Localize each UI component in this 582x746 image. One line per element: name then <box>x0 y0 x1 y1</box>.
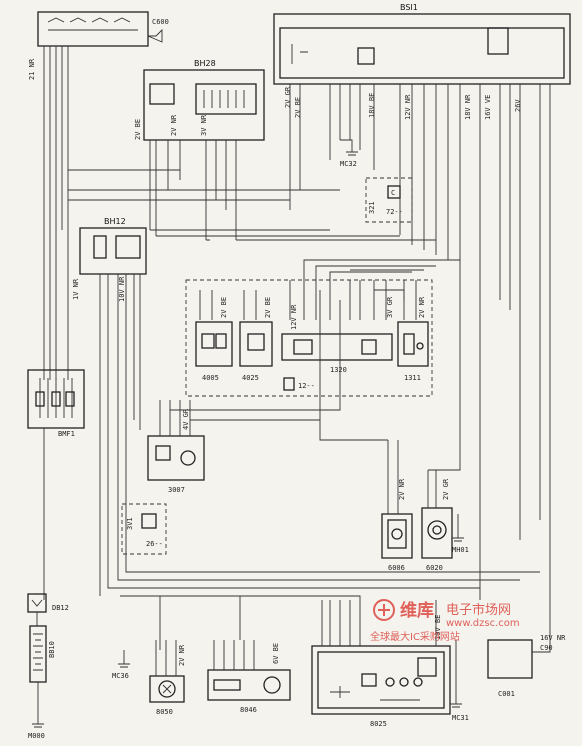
c3007-wire: 4V GR <box>182 408 190 430</box>
c001-pin: C90 <box>540 644 553 652</box>
m000-label: M000 <box>28 732 45 740</box>
c001-block <box>487 639 533 679</box>
c8050-wire: 2V NR <box>178 644 186 666</box>
ref321-label: 321 <box>368 201 376 214</box>
c4025-wire: 2V BE <box>264 297 272 318</box>
c001-wire: 16V NR <box>540 634 566 642</box>
bsi1-wire-2: 2V BE <box>294 97 302 118</box>
bsi1-wire-4: 12V NR <box>404 94 412 120</box>
c8050-block <box>149 675 185 703</box>
bh28-block <box>143 69 265 141</box>
svg-text:C: C <box>391 189 395 197</box>
watermark: 维库 电子市场网 www.dzsc.com 全球最大IC采购网站 <box>370 599 520 643</box>
bsi1-label: BSI1 <box>400 3 418 12</box>
bh12-label: BH12 <box>104 217 126 226</box>
c3007-block <box>147 435 205 481</box>
c600-label: C600 <box>152 18 169 26</box>
bh12-wire-1: 1V NR <box>72 278 80 300</box>
bh28-wire-2: 2V NR <box>170 114 178 136</box>
c4005-wire: 2V BE <box>220 297 228 318</box>
bh28-wire-3: 3V NR <box>200 114 208 136</box>
c001-label: C001 <box>498 690 515 698</box>
c8046-wire: 6V BE <box>272 643 280 664</box>
ref72-label: 72-- <box>386 208 403 216</box>
bsi1-wire-6: 16V VE <box>484 95 492 120</box>
c4005-label: 4005 <box>202 374 219 382</box>
watermark-brand: 维库 <box>400 600 434 621</box>
c6020-block <box>421 507 453 559</box>
mc31-label: MC31 <box>452 714 469 722</box>
c6006-label: 6006 <box>388 564 405 572</box>
mc32-label: MC32 <box>340 160 357 168</box>
c1311-block <box>397 321 429 367</box>
bsi1-block <box>273 13 571 85</box>
c4025-block <box>239 321 273 367</box>
watermark-slogan: 全球最大IC采购网站 <box>370 630 460 643</box>
db12-label: DB12 <box>52 604 69 612</box>
bb10-block <box>29 625 47 683</box>
c1320-label: 1320 <box>330 366 347 374</box>
c8046-block <box>207 669 291 701</box>
ref3v-label: 3V1 <box>126 517 134 530</box>
c1320-wire: 12V NR <box>290 304 298 330</box>
c3007-label: 3007 <box>168 486 185 494</box>
bmf1-label: BMF1 <box>58 430 75 438</box>
bh28-label: BH28 <box>194 59 216 68</box>
bmf1-block <box>27 369 85 429</box>
c4025-label: 4025 <box>242 374 259 382</box>
c6020-wire: 2V GR <box>442 478 450 500</box>
c8025-label: 8025 <box>370 720 387 728</box>
c8050-label: 8050 <box>156 708 173 716</box>
bh12-wire-2: 10V NR <box>118 276 126 302</box>
c6006-wire: 2V NR <box>398 478 406 500</box>
c1311-wire-2: 2V NR <box>418 296 426 318</box>
c1320-block <box>281 333 393 361</box>
mh01-label: MH01 <box>452 546 469 554</box>
c8025-block <box>311 645 451 715</box>
c600-block <box>37 11 163 47</box>
c4005-block <box>195 321 233 367</box>
ref12-label: 12-- <box>298 382 315 390</box>
c6020-label: 6020 <box>426 564 443 572</box>
bb10-label: BB10 <box>48 641 56 658</box>
c6006-block <box>381 513 413 559</box>
watermark-title: 电子市场网 <box>446 602 511 618</box>
c8046-label: 8046 <box>240 706 257 714</box>
bh28-wire-1: 2V BE <box>134 119 142 140</box>
c1311-wire-1: 3V GR <box>386 296 394 318</box>
c1311-label: 1311 <box>404 374 421 382</box>
bsi1-wire-5: 18V NR <box>464 94 472 120</box>
bh12-block <box>79 227 147 275</box>
bsi1-wire-3: 18V BE <box>368 93 376 118</box>
bsi1-wire-7: 26V <box>514 99 522 112</box>
mc36-label: MC36 <box>112 672 129 680</box>
left-wire-label: 21 NR <box>28 58 36 80</box>
ref26-label: 26-- <box>146 540 163 548</box>
watermark-url: www.dzsc.com <box>446 618 520 629</box>
bsi1-wire-1: 2V GR <box>284 86 292 108</box>
c8025-wire: 10V BE <box>434 615 442 640</box>
